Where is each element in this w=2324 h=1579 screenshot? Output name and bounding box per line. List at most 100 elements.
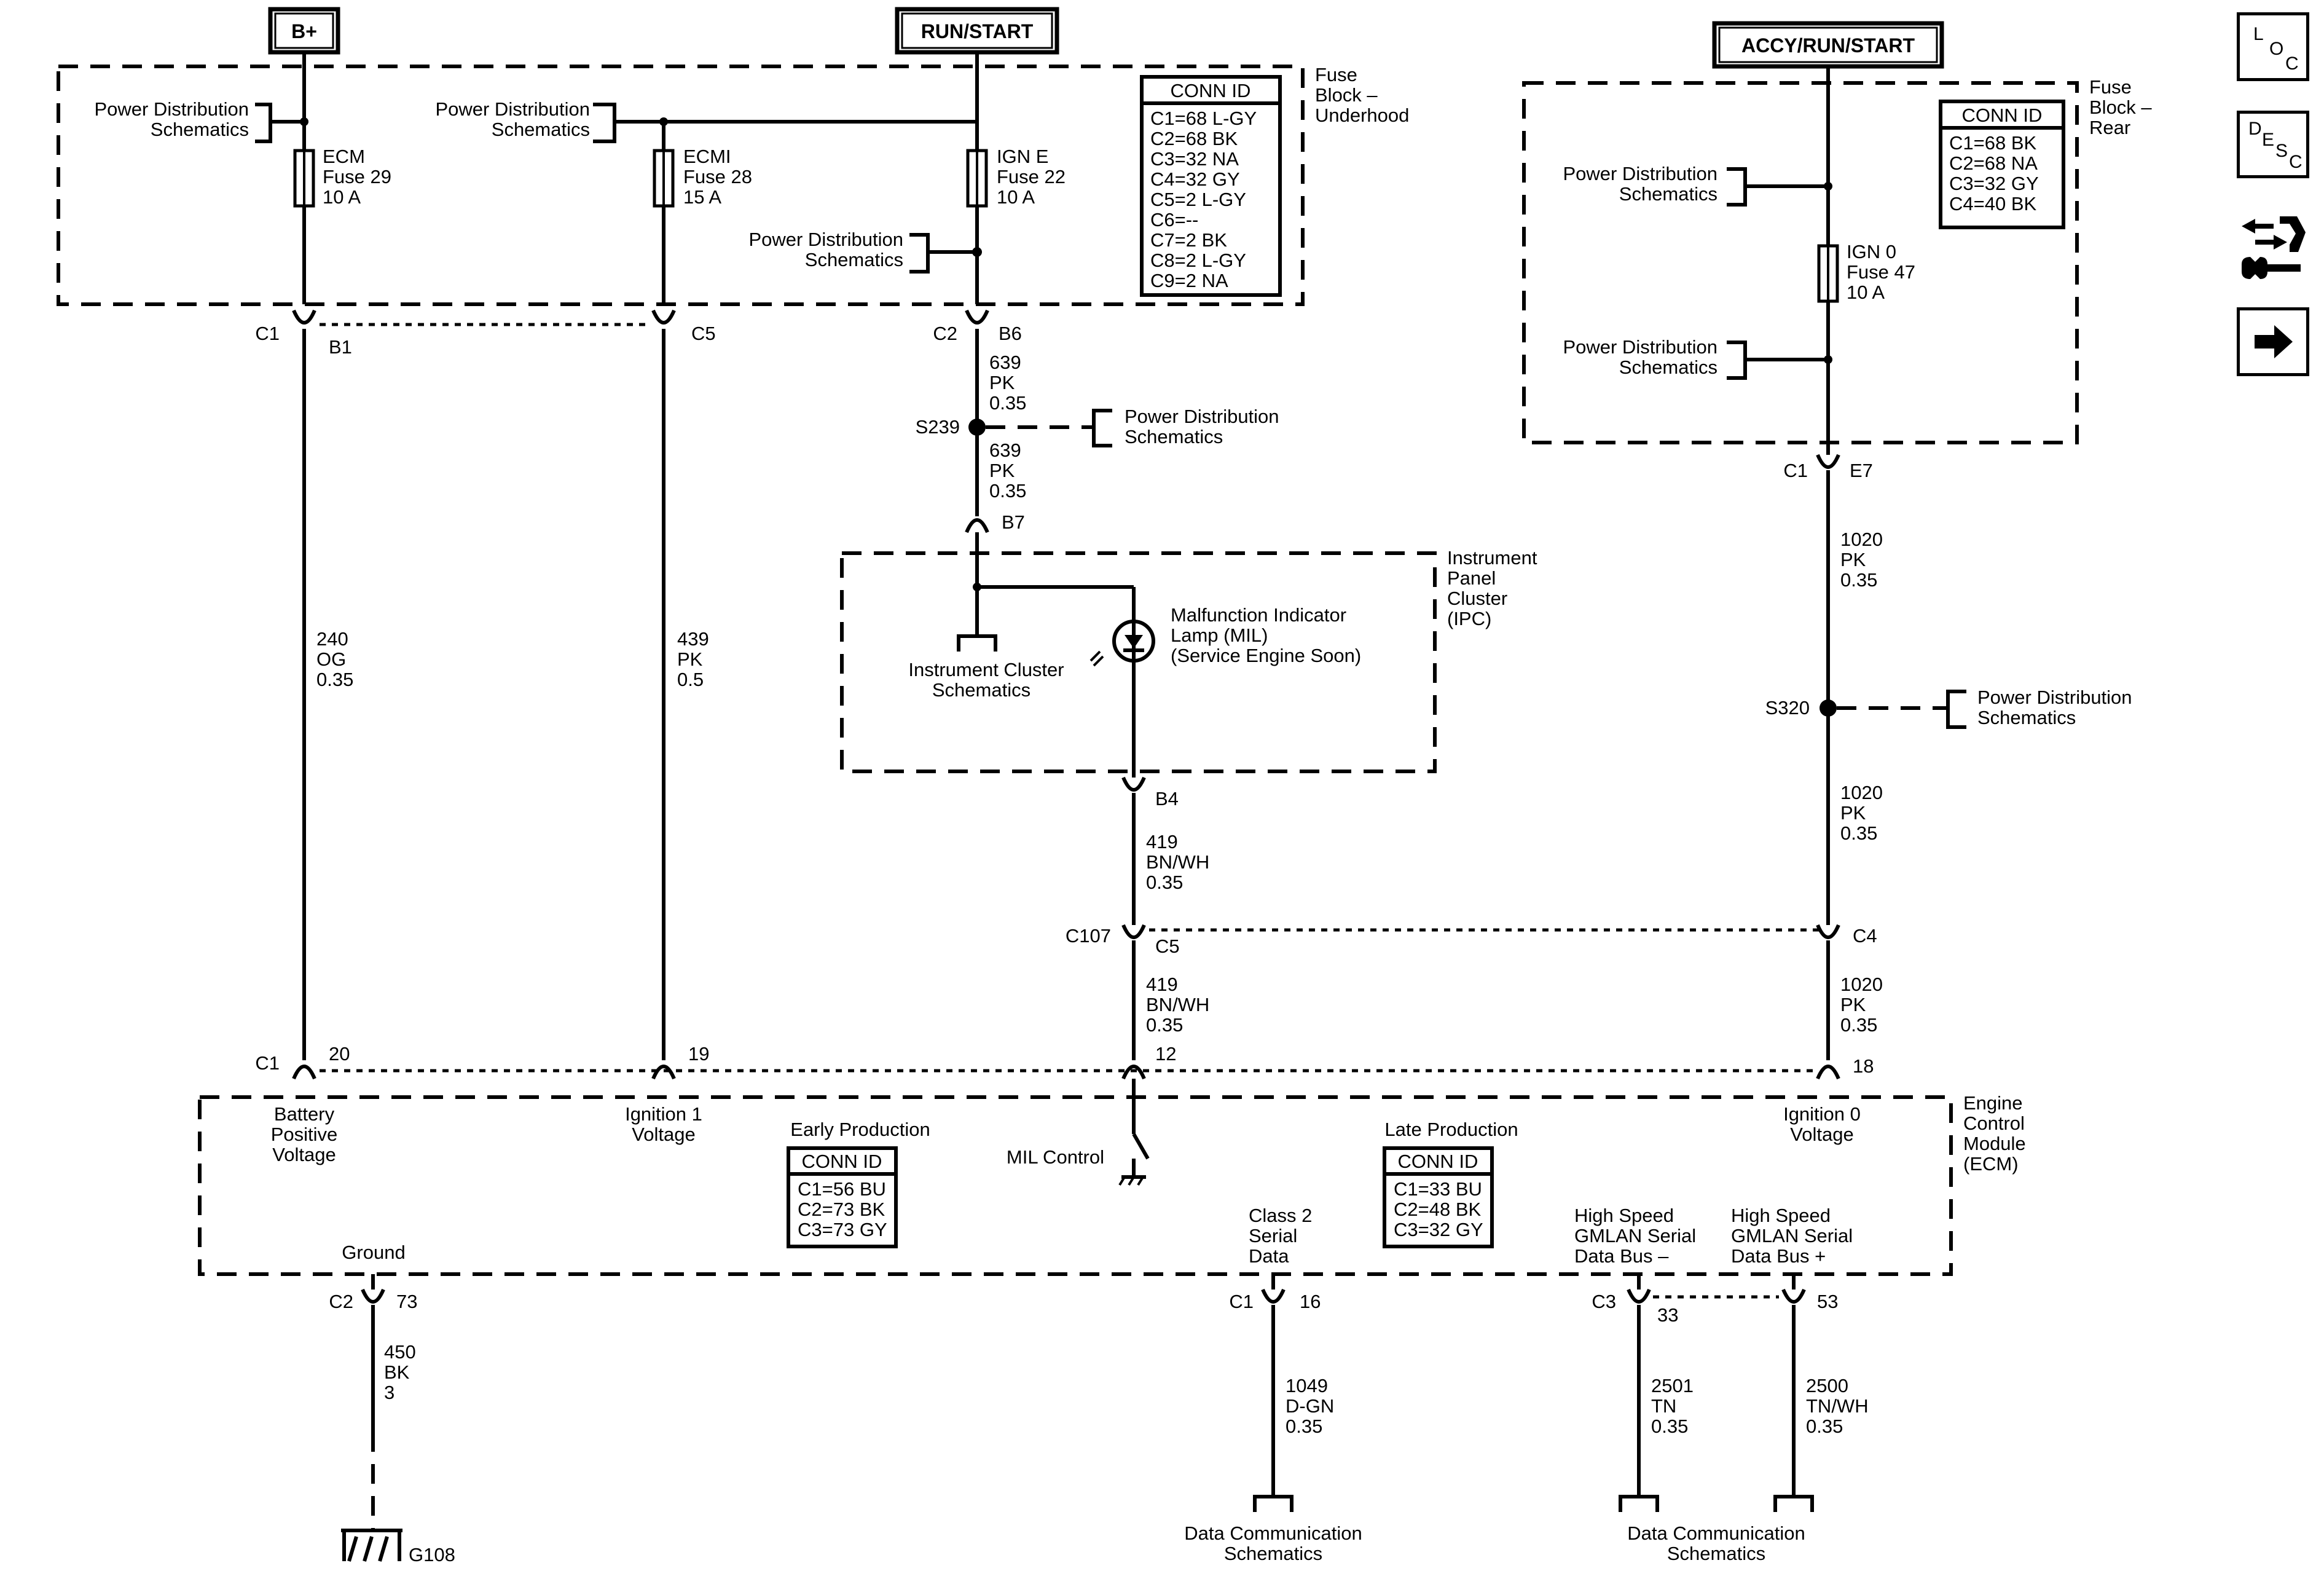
fuse-22-rating: 10 A [997,186,1035,208]
conn-pin73-label: 73 [396,1291,417,1312]
s239-dest-line-1: Power Distribution [1125,406,1279,427]
loc-letter-l: L [2253,24,2264,44]
right-arrow-icon [2255,325,2293,358]
rear-conn-id-table: CONN ID C1=68 BK C2=68 NA C3=32 GY C4=40… [1939,100,2065,229]
connector-ecm-c1-16 [1261,1288,1286,1304]
rear-conn-row: C2=68 NA [1949,152,2038,174]
fuse-28-name: ECMI [683,146,731,167]
ecm-battery-line-3: Voltage [272,1144,336,1165]
splice-s320-label: S320 [1765,697,1810,719]
early-conn-row: C2=73 BK [798,1199,885,1220]
ecm-outline [198,1095,1953,1276]
wire-419b-circuit: 419 [1146,974,1178,995]
data-comm-2-bracket-a [1619,1495,1659,1512]
connector-rear-c1-e7 [1816,454,1840,469]
fuse-47-name: IGN 0 [1847,241,1896,262]
wire-2501-size: 0.35 [1651,1416,1688,1437]
ecm-hs-plus-line-3: Data Bus + [1731,1245,1826,1267]
description-button[interactable]: D E S C [2237,111,2309,178]
conn-b4-label: B4 [1155,788,1179,809]
underhood-conn-row: C7=2 BK [1150,229,1227,251]
mil-label-2: Lamp (MIL) [1171,624,1268,646]
conn-pin20-label: 20 [329,1043,350,1065]
wire-419a-color: BN/WH [1146,851,1209,873]
wire-2500-circuit: 2500 [1806,1375,1848,1396]
underhood-conn-row: C3=32 NA [1150,148,1239,170]
data-comm-2-line-2: Schematics [1667,1543,1765,1564]
wire-639a-size: 0.35 [989,392,1026,414]
wire-1049-size: 0.35 [1286,1416,1322,1437]
fuse-47-rating: 10 A [1847,282,1885,303]
late-conn-row: C1=33 BU [1394,1178,1482,1200]
fuse-block-rear-label-2: Block – [2089,96,2152,118]
mil-label-1: Malfunction Indicator [1171,604,1346,626]
wire-1020b-circuit: 1020 [1840,782,1883,803]
conn-e7-label: E7 [1850,460,1873,481]
conn-pin33-label: 33 [1657,1304,1678,1326]
wire-240-size: 0.35 [316,669,353,690]
conn-c2-label: C2 [933,323,957,344]
connector-wrench-icon [2242,216,2306,279]
connector-c107 [1121,924,1146,939]
underhood-power-dist-1-line-2: Schematics [151,119,249,140]
rear-power-dist-1-line-1: Power Distribution [1563,163,1717,184]
underhood-power-dist-3-line-2: Schematics [805,249,903,270]
data-comm-1-line-1: Data Communication [1184,1522,1362,1544]
connector-ecm-pin12 [1121,1065,1146,1080]
connector-ecm-c2-73 [361,1288,385,1304]
conn-c5-label: C5 [691,323,716,344]
ecm-ignition0-line-2: Voltage [1790,1124,1853,1145]
ecm-label-2: Control [1963,1112,2025,1134]
ecm-label-3: Module [1963,1133,2026,1154]
wire-639a-color: PK [989,372,1015,393]
wire-240-color: OG [316,648,346,670]
late-conn-row: C2=48 BK [1394,1199,1482,1220]
location-button[interactable]: L O C [2237,12,2309,81]
run-start-label: RUN/START [921,20,1034,42]
ecm-hs-plus-line-1: High Speed [1731,1205,1831,1226]
fuse-29-rating: 10 A [323,186,361,208]
early-conn-row: C1=56 BU [798,1178,886,1200]
conn-ecm-c2-label: C2 [329,1291,353,1312]
late-production-title: Late Production [1384,1119,1518,1140]
data-comm-2-line-1: Data Communication [1627,1522,1805,1544]
s239-dest-line-2: Schematics [1125,426,1223,447]
early-production-title: Early Production [790,1119,930,1140]
wire-639b-size: 0.35 [989,480,1026,502]
run-start-source: RUN/START [895,7,1059,55]
mil-lamp-icon [1089,620,1155,667]
early-conn-id-table: CONN ID C1=56 BU C2=73 BK C3=73 GY [787,1146,898,1248]
wire-419a-size: 0.35 [1146,872,1183,893]
accy-run-start-source: ACCY/RUN/START [1712,21,1944,69]
splice-s239 [968,419,986,436]
wire-1020c-size: 0.35 [1840,1014,1877,1036]
wire-1020b-color: PK [1840,802,1866,824]
wire-450-color: BK [384,1361,410,1383]
ecm-class2-line-3: Data [1249,1245,1289,1267]
connector-c4 [1816,924,1840,939]
fuse-47-number: Fuse 47 [1847,261,1915,283]
connector-wrench-button[interactable] [2237,208,2309,282]
fuse-29-number: Fuse 29 [323,166,391,187]
underhood-conn-row: C5=2 L-GY [1150,189,1246,210]
connector-ecm-c3-33 [1627,1288,1651,1304]
fuse-block-rear-outline [1522,81,2079,444]
b-plus-label: B+ [291,20,317,42]
conn-ecm-c1-label: C1 [255,1052,280,1074]
wire-1020a-size: 0.35 [1840,569,1877,591]
ecm-label-4: (ECM) [1963,1153,2019,1175]
late-conn-id-title: CONN ID [1398,1151,1478,1172]
ecm-hs-plus-line-2: GMLAN Serial [1731,1225,1853,1246]
underhood-conn-row: C1=68 L-GY [1150,108,1257,129]
underhood-conn-id-table: CONN ID C1=68 L-GY C2=68 BK C3=32 NA C4=… [1140,75,1282,297]
wire-2500-color: TN/WH [1806,1395,1869,1417]
fuse-22-number: Fuse 22 [997,166,1066,187]
fuse-block-underhood-label-3: Underhood [1315,104,1409,126]
data-comm-1-line-2: Schematics [1224,1543,1322,1564]
next-arrow-button[interactable] [2237,307,2309,376]
underhood-conn-row: C6=-- [1150,209,1198,230]
ecm-hs-minus-line-2: GMLAN Serial [1574,1225,1696,1246]
underhood-conn-row: C8=2 L-GY [1150,250,1246,271]
conn-c107-label: C107 [1066,925,1111,947]
